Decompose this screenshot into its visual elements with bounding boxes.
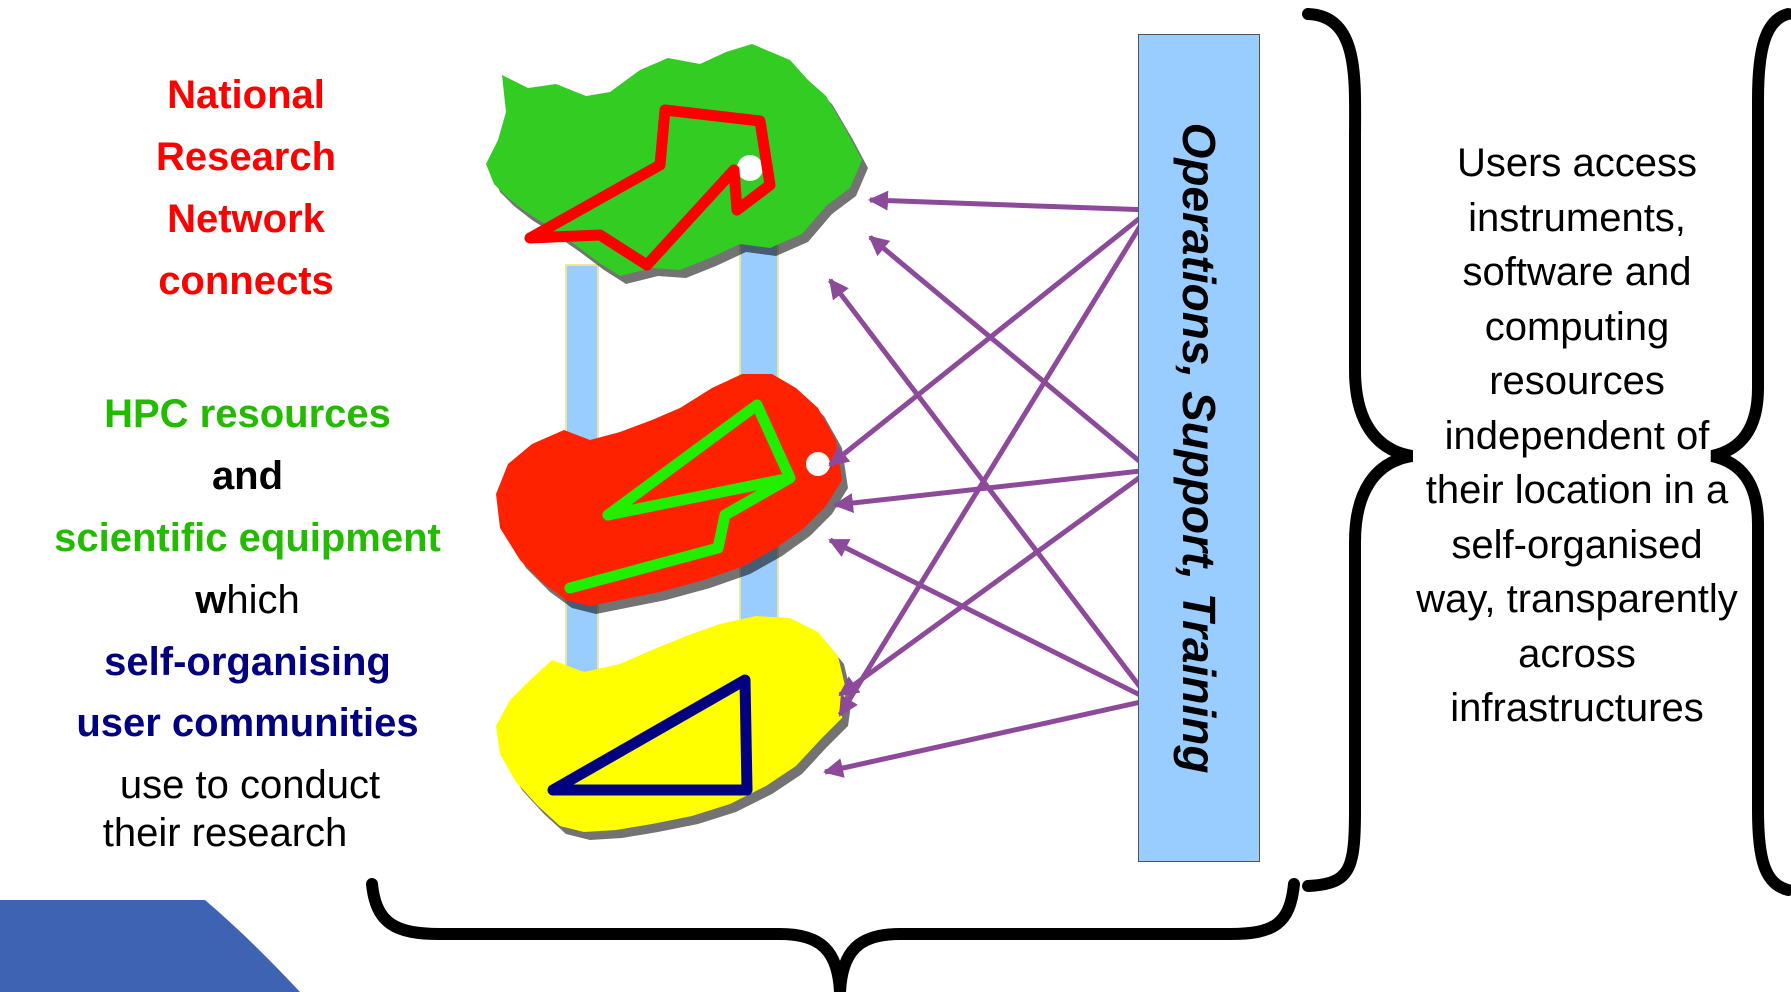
operations-support-training-label: Operations, Support, Training xyxy=(1173,122,1225,774)
curly-brace-icon-right xyxy=(1302,8,1414,892)
arrow-icon xyxy=(833,467,1151,513)
arrow-icon xyxy=(868,190,1151,213)
arrow-icon xyxy=(828,278,1152,702)
curly-brace-icon-bottom xyxy=(366,878,1300,992)
network-overlay-icon-red xyxy=(524,104,776,271)
network-overlay-icon-green xyxy=(564,399,796,594)
blue-corner-decoration xyxy=(0,900,300,992)
equipment-label: scientific equipment xyxy=(54,516,441,560)
arrow-icon xyxy=(828,537,1152,703)
network-overlay-icon-navy xyxy=(547,674,753,796)
south-africa-map-icon-green xyxy=(486,44,868,284)
south-africa-map-icon-yellow xyxy=(496,616,852,840)
hpc-label: HPC resources xyxy=(104,392,391,436)
arrow-icon xyxy=(868,235,1152,472)
support-arrows xyxy=(823,190,1153,778)
south-africa-map-icon-red xyxy=(496,374,848,614)
user-communities-label: user communities xyxy=(76,701,419,745)
operations-support-training-bar: Operations, Support, Training xyxy=(1138,34,1260,862)
curly-brace-icon-far-right xyxy=(1710,8,1791,896)
arrow-icon xyxy=(838,467,1152,698)
self-organising-label: self-organising xyxy=(104,640,391,684)
nren-label: National Research Network connects xyxy=(155,73,337,303)
which-rest: hich xyxy=(226,578,300,622)
which-label: which xyxy=(0,569,495,631)
their-research-label: their research xyxy=(102,811,348,855)
and-label: and xyxy=(211,454,284,498)
user-access-description: Users access instruments, software and c… xyxy=(1416,141,1738,730)
arrow-icon xyxy=(823,697,1151,778)
use-to-conduct-label: use to conduct xyxy=(119,763,381,807)
which-bold-w: w xyxy=(195,578,227,622)
arrow-icon xyxy=(837,208,1153,717)
